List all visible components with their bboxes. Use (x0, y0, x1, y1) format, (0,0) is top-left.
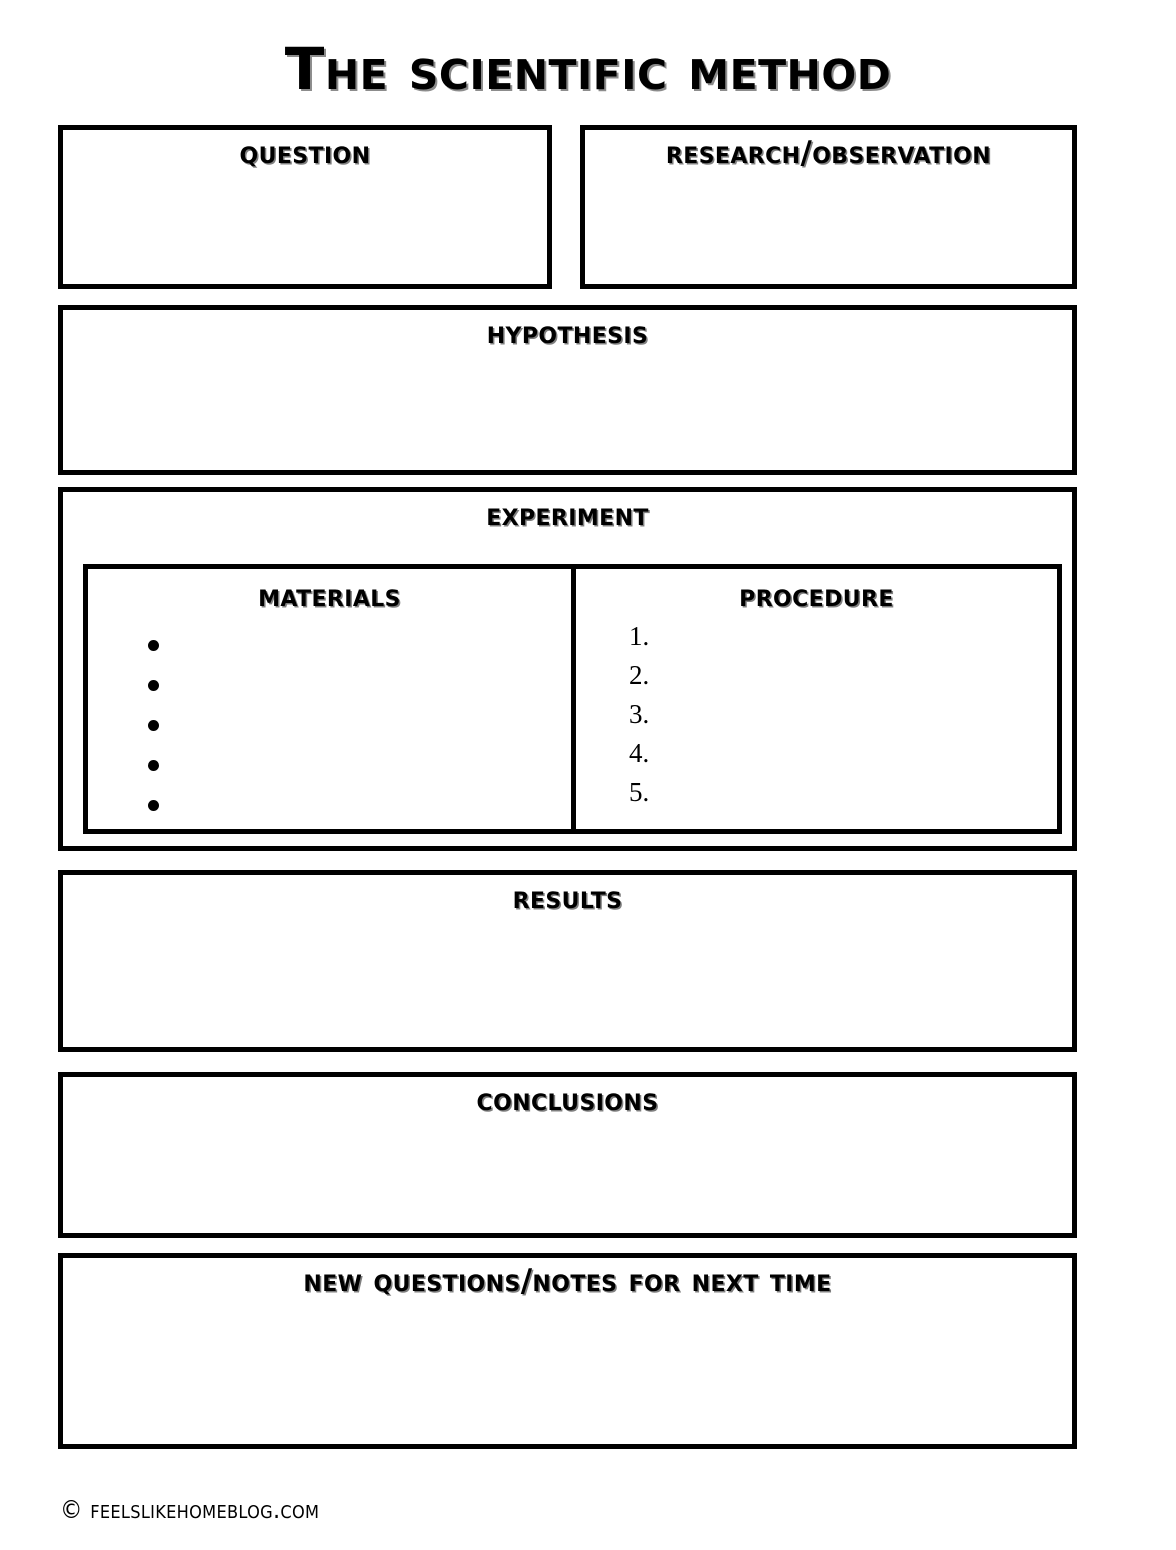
section-research-observation-title: research/observation (665, 135, 992, 171)
bullet-icon (148, 720, 159, 731)
subsection-procedure[interactable]: procedure 1. 2. 3. 4. 5. (576, 569, 1057, 829)
bullet-icon (148, 680, 159, 691)
bullet-icon (148, 800, 159, 811)
section-results-title: results (512, 880, 623, 916)
procedure-numbered-list: 1. 2. 3. 4. 5. (629, 617, 649, 812)
bullet-icon (148, 760, 159, 771)
bullet-icon (148, 640, 159, 651)
section-new-questions-notes[interactable]: new questions/notes for next time (58, 1253, 1077, 1449)
section-conclusions-title: conclusions (476, 1082, 659, 1118)
section-question-title: question (239, 135, 371, 171)
list-item[interactable]: 4. (629, 738, 650, 768)
section-experiment-title: experiment (486, 497, 649, 533)
section-new-questions-notes-title: new questions/notes for next time (303, 1263, 832, 1299)
list-item[interactable]: 2. (629, 660, 650, 690)
subsection-materials[interactable]: materials (88, 569, 576, 829)
copyright-footer: © feelslikehomeblog.com (60, 1495, 320, 1524)
list-item[interactable]: 1. (629, 621, 650, 651)
list-item[interactable]: 5. (629, 777, 650, 807)
section-hypothesis[interactable]: hypothesis (58, 305, 1077, 475)
section-conclusions[interactable]: conclusions (58, 1072, 1077, 1238)
subsection-materials-title: materials (258, 578, 401, 614)
experiment-inner-grid: materials procedure 1. 2. 3. 4. 5. (83, 564, 1062, 834)
section-results[interactable]: results (58, 870, 1077, 1052)
page-title: The scientific method (284, 35, 892, 103)
section-experiment[interactable]: experiment materials procedure 1. 2. 3. (58, 487, 1077, 851)
section-question[interactable]: question (58, 125, 552, 289)
subsection-procedure-title: procedure (739, 578, 894, 614)
section-research-observation[interactable]: research/observation (580, 125, 1077, 289)
section-hypothesis-title: hypothesis (486, 315, 649, 351)
list-item[interactable]: 3. (629, 699, 650, 729)
